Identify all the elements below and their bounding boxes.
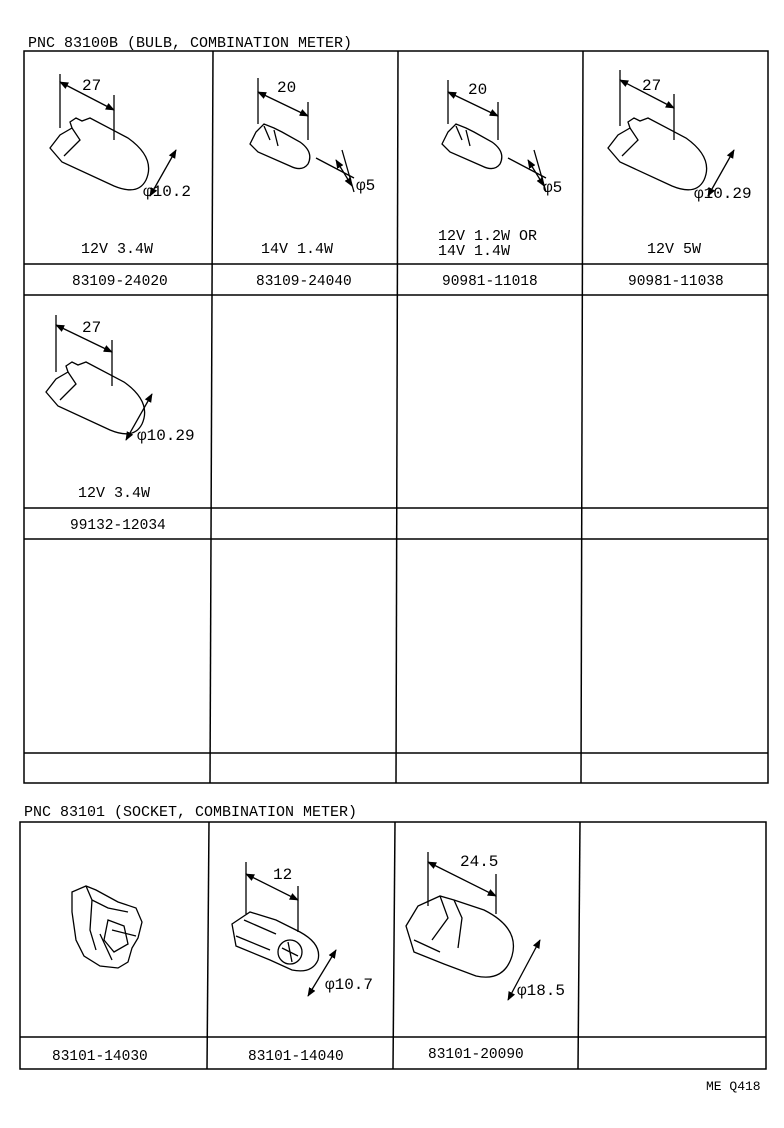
- socket-cell-1: 83101-14030: [52, 885, 148, 1065]
- socket-section-title: PNC 83101 (SOCKET, COMBINATION METER): [24, 804, 357, 821]
- bulb-3-length: 20: [468, 81, 487, 99]
- bulb-5-part-number: 99132-12034: [70, 518, 166, 534]
- socket-cell-3: 24.5 φ18.5 83101-20090: [405, 852, 565, 1063]
- bulb-5-length: 27: [82, 319, 101, 337]
- bulb-3-part-number: 90981-11018: [442, 274, 538, 290]
- socket-2-drawing: [231, 862, 337, 997]
- bulb-4-diameter: φ10.29: [694, 185, 752, 203]
- bulb-2-part-number: 83109-24040: [256, 274, 352, 290]
- bulb-3-spec-line-2: 14V 1.4W: [438, 243, 510, 260]
- socket-2-diameter: φ10.7: [325, 976, 373, 994]
- bulb-3-spec-line-1: 12V 1.2W OR: [438, 228, 537, 245]
- socket-2-length: 12: [273, 866, 292, 884]
- bulb-1-length: 27: [82, 77, 101, 95]
- socket-3-length: 24.5: [460, 853, 498, 871]
- bulb-section-title: PNC 83100B (BULB, COMBINATION METER): [28, 35, 352, 52]
- socket-3-drawing: [405, 852, 541, 1001]
- bulb-4-drawing: [607, 70, 735, 197]
- bulb-3-drawing: [441, 80, 547, 193]
- bulb-1-drawing: [49, 74, 177, 197]
- bulb-cell-1: 27 φ10.2 12V 3.4W 83109-24020: [49, 74, 191, 290]
- bulb-5-drawing: [45, 315, 153, 441]
- bulb-cell-2: 20 φ5 14V 1.4W 83109-24040: [249, 78, 375, 290]
- bulb-2-diameter: φ5: [356, 177, 375, 195]
- bulb-5-diameter: φ10.29: [137, 427, 195, 445]
- bulb-4-part-number: 90981-11038: [628, 274, 724, 290]
- bulb-2-length: 20: [277, 79, 296, 97]
- bulb-cell-4: 27 φ10.29 12V 5W 90981-11038: [607, 70, 752, 290]
- bulb-5-spec: 12V 3.4W: [78, 485, 150, 502]
- socket-3-part-number: 83101-20090: [428, 1047, 524, 1063]
- bulb-cell-5: 27 φ10.29 12V 3.4W 99132-12034: [45, 315, 195, 534]
- drawing-code: ME Q418: [706, 1079, 761, 1094]
- bulb-3-diameter: φ5: [543, 179, 562, 197]
- socket-grid: [19, 821, 767, 1070]
- bulb-4-spec: 12V 5W: [647, 241, 701, 258]
- socket-3-diameter: φ18.5: [517, 982, 565, 1000]
- bulb-1-diameter: φ10.2: [143, 183, 191, 201]
- bulb-2-drawing: [249, 78, 355, 193]
- bulb-grid: [23, 50, 769, 784]
- socket-1-drawing: [71, 885, 143, 969]
- bulb-4-length: 27: [642, 77, 661, 95]
- bulb-1-spec: 12V 3.4W: [81, 241, 153, 258]
- bulb-1-part-number: 83109-24020: [72, 274, 168, 290]
- bulb-cell-3: 20 φ5 12V 1.2W OR 14V 1.4W 90981-11018: [438, 80, 562, 290]
- socket-cell-2: 12 φ10.7 83101-14040: [231, 862, 373, 1065]
- socket-1-part-number: 83101-14030: [52, 1049, 148, 1065]
- bulb-2-spec: 14V 1.4W: [261, 241, 333, 258]
- socket-2-part-number: 83101-14040: [248, 1049, 344, 1065]
